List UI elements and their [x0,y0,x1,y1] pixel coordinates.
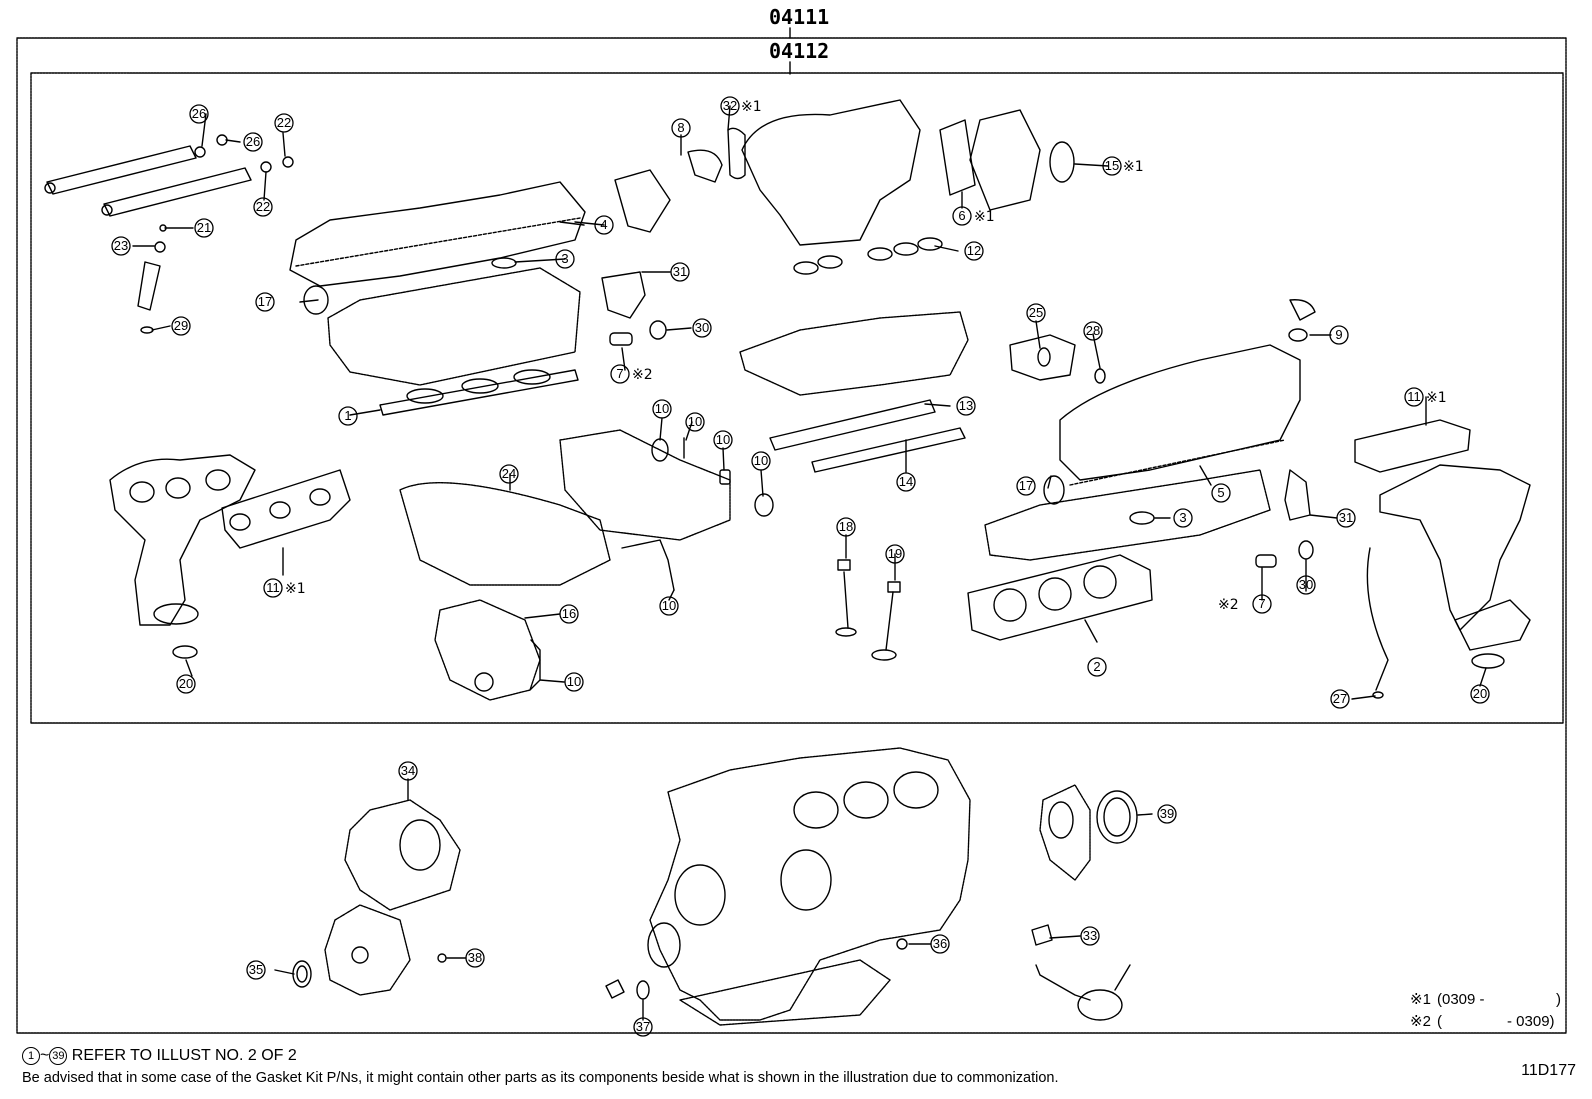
callout-17: 17 [258,294,272,309]
callout-10: 10 [662,598,676,613]
exhaust-manifold-left [109,454,351,659]
callout-2: 2 [1093,659,1100,674]
callout-20: 20 [1473,686,1487,701]
exhaust-manifold-right [1354,419,1531,691]
refer-note: 1~39 REFER TO ILLUST NO. 2 OF 2 [22,1047,297,1065]
intake-gasket-12 [793,237,943,275]
date-note-2-range: - 0309) [1507,1013,1555,1030]
manifold-gaskets-13-14 [769,399,966,473]
figure-id: 11D177 [1521,1062,1576,1079]
callout-15: 15 [1105,158,1119,173]
date-note-1-close: ) [1556,991,1561,1008]
callout-33: 33 [1083,928,1097,943]
callout-26: 26 [192,106,206,121]
callout-34: 34 [401,763,415,778]
callout-18: 18 [839,519,853,534]
callout-10: 10 [688,414,702,429]
fuel-rail-outline [44,145,252,311]
callout-9: 9 [1335,327,1342,342]
callout-32: 32 [723,98,737,113]
callout-5: 5 [1217,485,1224,500]
note-mark-1: ※1 [974,209,995,225]
callout-23: 23 [114,238,128,253]
callout-6: 6 [958,208,965,223]
outer-frame-04111 [16,37,1567,1034]
intake-manifold-lower [739,311,1076,396]
callout-10: 10 [716,432,730,447]
callout-7: 7 [616,366,623,381]
callout-37: 37 [636,1019,650,1034]
note-mark-1: ※1 [1426,390,1447,406]
engine-block [647,747,971,1026]
refer-text: REFER TO ILLUST NO. 2 OF 2 [71,1047,297,1065]
date-note-2-open: ( [1437,1013,1442,1030]
inner-frame-04112 [30,72,1564,724]
note-mark-2: ※2 [632,367,653,383]
callout-16: 16 [562,606,576,621]
timing-belt-cover [399,429,731,701]
callout-30: 30 [1299,577,1313,592]
start-callout-circle: 1 [22,1047,40,1065]
callout-4: 4 [600,217,607,232]
callout-26: 26 [246,134,260,149]
callout-21: 21 [197,220,211,235]
date-note-2-mark: ※2 [1410,1013,1431,1030]
callout-7: 7 [1258,596,1265,611]
callout-29: 29 [174,318,188,333]
note-mark-1: ※1 [285,581,306,597]
callout-17: 17 [1019,478,1033,493]
callout-24: 24 [502,466,516,481]
small-seals-upper [140,134,1384,699]
head-gasket [967,554,1153,641]
rear-oil-seal-retainer [1039,784,1138,881]
callout-31: 31 [673,264,687,279]
callout-3: 3 [561,251,568,266]
callout-10: 10 [655,401,669,416]
callout-27: 27 [1333,691,1347,706]
callout-25: 25 [1029,305,1043,320]
intake-manifold-upper [614,99,1075,246]
advice-note: Be advised that in some case of the Gask… [22,1070,1059,1086]
callout-11: 11 [266,580,280,595]
end-callout-circle: 39 [49,1047,68,1065]
note-mark-1: ※1 [1123,159,1144,175]
leader-lines [132,105,1487,1021]
cylinder-head-cover-left [289,181,586,416]
callout-35: 35 [249,962,263,977]
callout-8: 8 [677,120,684,135]
callout-20: 20 [179,676,193,691]
callout-22: 22 [256,199,270,214]
callout-12: 12 [967,243,981,258]
callout-36: 36 [933,936,947,951]
callout-3: 3 [1179,510,1186,525]
callout-circles [111,96,1490,1037]
callout-14: 14 [899,474,913,489]
date-note-1-mark: ※1 [1410,991,1431,1008]
note-mark-1: ※1 [741,99,762,115]
cylinder-head-cover-right [984,344,1301,561]
valves-18-19 [835,559,901,661]
date-note-1-range: (0309 - [1437,991,1485,1008]
callout-1: 1 [344,408,351,423]
callout-10: 10 [567,674,581,689]
callout-30: 30 [695,320,709,335]
range-tilde: ~ [40,1047,50,1065]
note-mark-2: ※2 [1218,597,1239,613]
oil-strainer [1031,924,1131,1021]
callout-11: 11 [1407,389,1421,404]
callout-39: 39 [1160,806,1174,821]
callout-22: 22 [277,115,291,130]
assembly-code-04112: 04112 [769,39,829,63]
callout-31: 31 [1339,510,1353,525]
callout-38: 38 [468,950,482,965]
timing-cover-front [324,799,461,996]
callout-10: 10 [754,453,768,468]
assembly-code-04111: 04111 [769,5,829,29]
callout-13: 13 [959,398,973,413]
callout-28: 28 [1086,323,1100,338]
callout-19: 19 [888,546,902,561]
